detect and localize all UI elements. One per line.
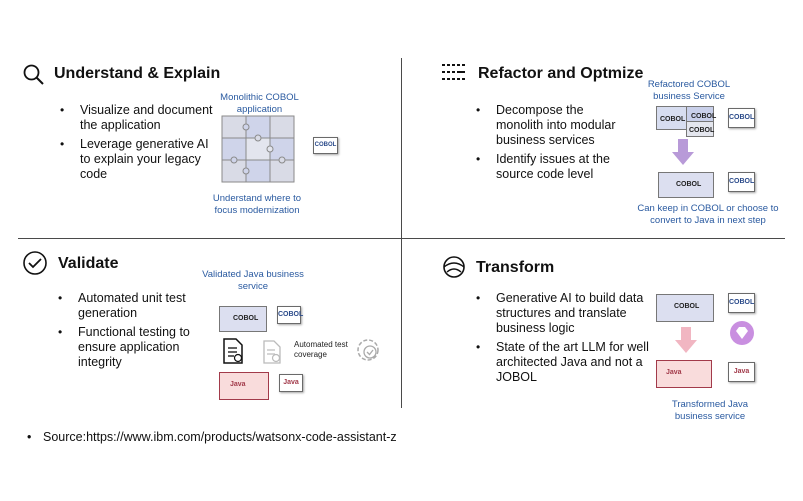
java-code-box: Java <box>728 362 755 382</box>
list-item: State of the art LLM for well architecte… <box>474 340 654 385</box>
list-item: Identify issues at the source code level <box>474 152 624 182</box>
source-text: Source:https://www.ibm.com/products/wats… <box>43 430 397 444</box>
diagram-caption-top: Refactored COBOL business Service <box>647 79 731 102</box>
piece-label: COBOL <box>674 303 700 310</box>
quadrant-title: Understand & Explain <box>54 65 221 82</box>
cobol-puzzle-piece <box>686 121 714 137</box>
horizontal-divider <box>18 238 785 239</box>
list-item: Automated unit test generation <box>56 291 206 321</box>
diagram-caption-top: Validated Java business service <box>202 269 304 292</box>
quadrant-title: Refactor and Optmize <box>478 65 644 82</box>
search-icon <box>23 64 44 85</box>
bullet-list: Decompose the monolith into modular busi… <box>474 103 624 186</box>
cobol-code-box: COBOL <box>313 137 338 154</box>
test-coverage-label: Automated test coverage <box>294 340 348 359</box>
piece-label: COBOL <box>660 116 686 123</box>
cobol-puzzle-piece <box>219 306 267 332</box>
document-faded-icon <box>263 340 281 364</box>
down-arrow <box>672 139 694 165</box>
bullet-list: Automated unit test generation Functiona… <box>56 291 206 374</box>
cobol-puzzle-piece <box>656 294 714 322</box>
source-citation: Source:https://www.ibm.com/products/wats… <box>27 430 397 444</box>
piece-label: COBOL <box>689 127 715 134</box>
cobol-code-box: COBOL <box>728 293 755 313</box>
cobol-code-box: COBOL <box>728 108 755 128</box>
list-item: Visualize and document the application <box>58 103 218 133</box>
quadrant-title: Transform <box>476 259 555 276</box>
piece-label: COBOL <box>676 181 702 188</box>
test-document-icon <box>223 338 243 364</box>
cobol-code-box: COBOL <box>277 306 303 324</box>
java-puzzle-piece <box>219 372 269 400</box>
piece-label: COBOL <box>691 113 717 120</box>
vertical-divider <box>401 58 402 408</box>
diagram-caption-bottom: Transformed Java business service <box>671 399 749 422</box>
java-puzzle-piece <box>656 360 712 388</box>
piece-label: COBOL <box>233 315 259 322</box>
bullet-list: Visualize and document the application L… <box>58 103 218 186</box>
down-arrow <box>675 327 697 353</box>
check-circle-icon <box>23 251 47 275</box>
cobol-puzzle-piece <box>656 106 688 130</box>
piece-label: Java <box>666 369 682 376</box>
cobol-puzzle-piece <box>658 172 714 198</box>
puzzle-grid-illustration <box>221 115 295 183</box>
java-code-box: Java <box>279 374 303 392</box>
diagram-caption-bottom: Understand where to focus modernization <box>212 193 302 216</box>
dots-grid-icon <box>442 64 465 80</box>
diagram-caption-bottom: Can keep in COBOL or choose to convert t… <box>637 203 779 226</box>
list-item: Leverage generative AI to explain your l… <box>58 137 218 182</box>
list-item: Generative AI to build data structures a… <box>474 291 654 336</box>
bullet-list: Generative AI to build data structures a… <box>474 291 654 389</box>
cobol-code-box: COBOL <box>728 172 755 192</box>
piece-label: Java <box>230 381 246 388</box>
transform-cycle-icon <box>443 256 465 278</box>
gear-check-icon <box>357 339 379 361</box>
diagram-caption-top: Monolithic COBOL application <box>220 92 299 115</box>
list-item: Decompose the monolith into modular busi… <box>474 103 624 148</box>
list-item: Functional testing to ensure application… <box>56 325 206 370</box>
gem-icon <box>730 321 754 345</box>
quadrant-title: Validate <box>58 255 119 272</box>
